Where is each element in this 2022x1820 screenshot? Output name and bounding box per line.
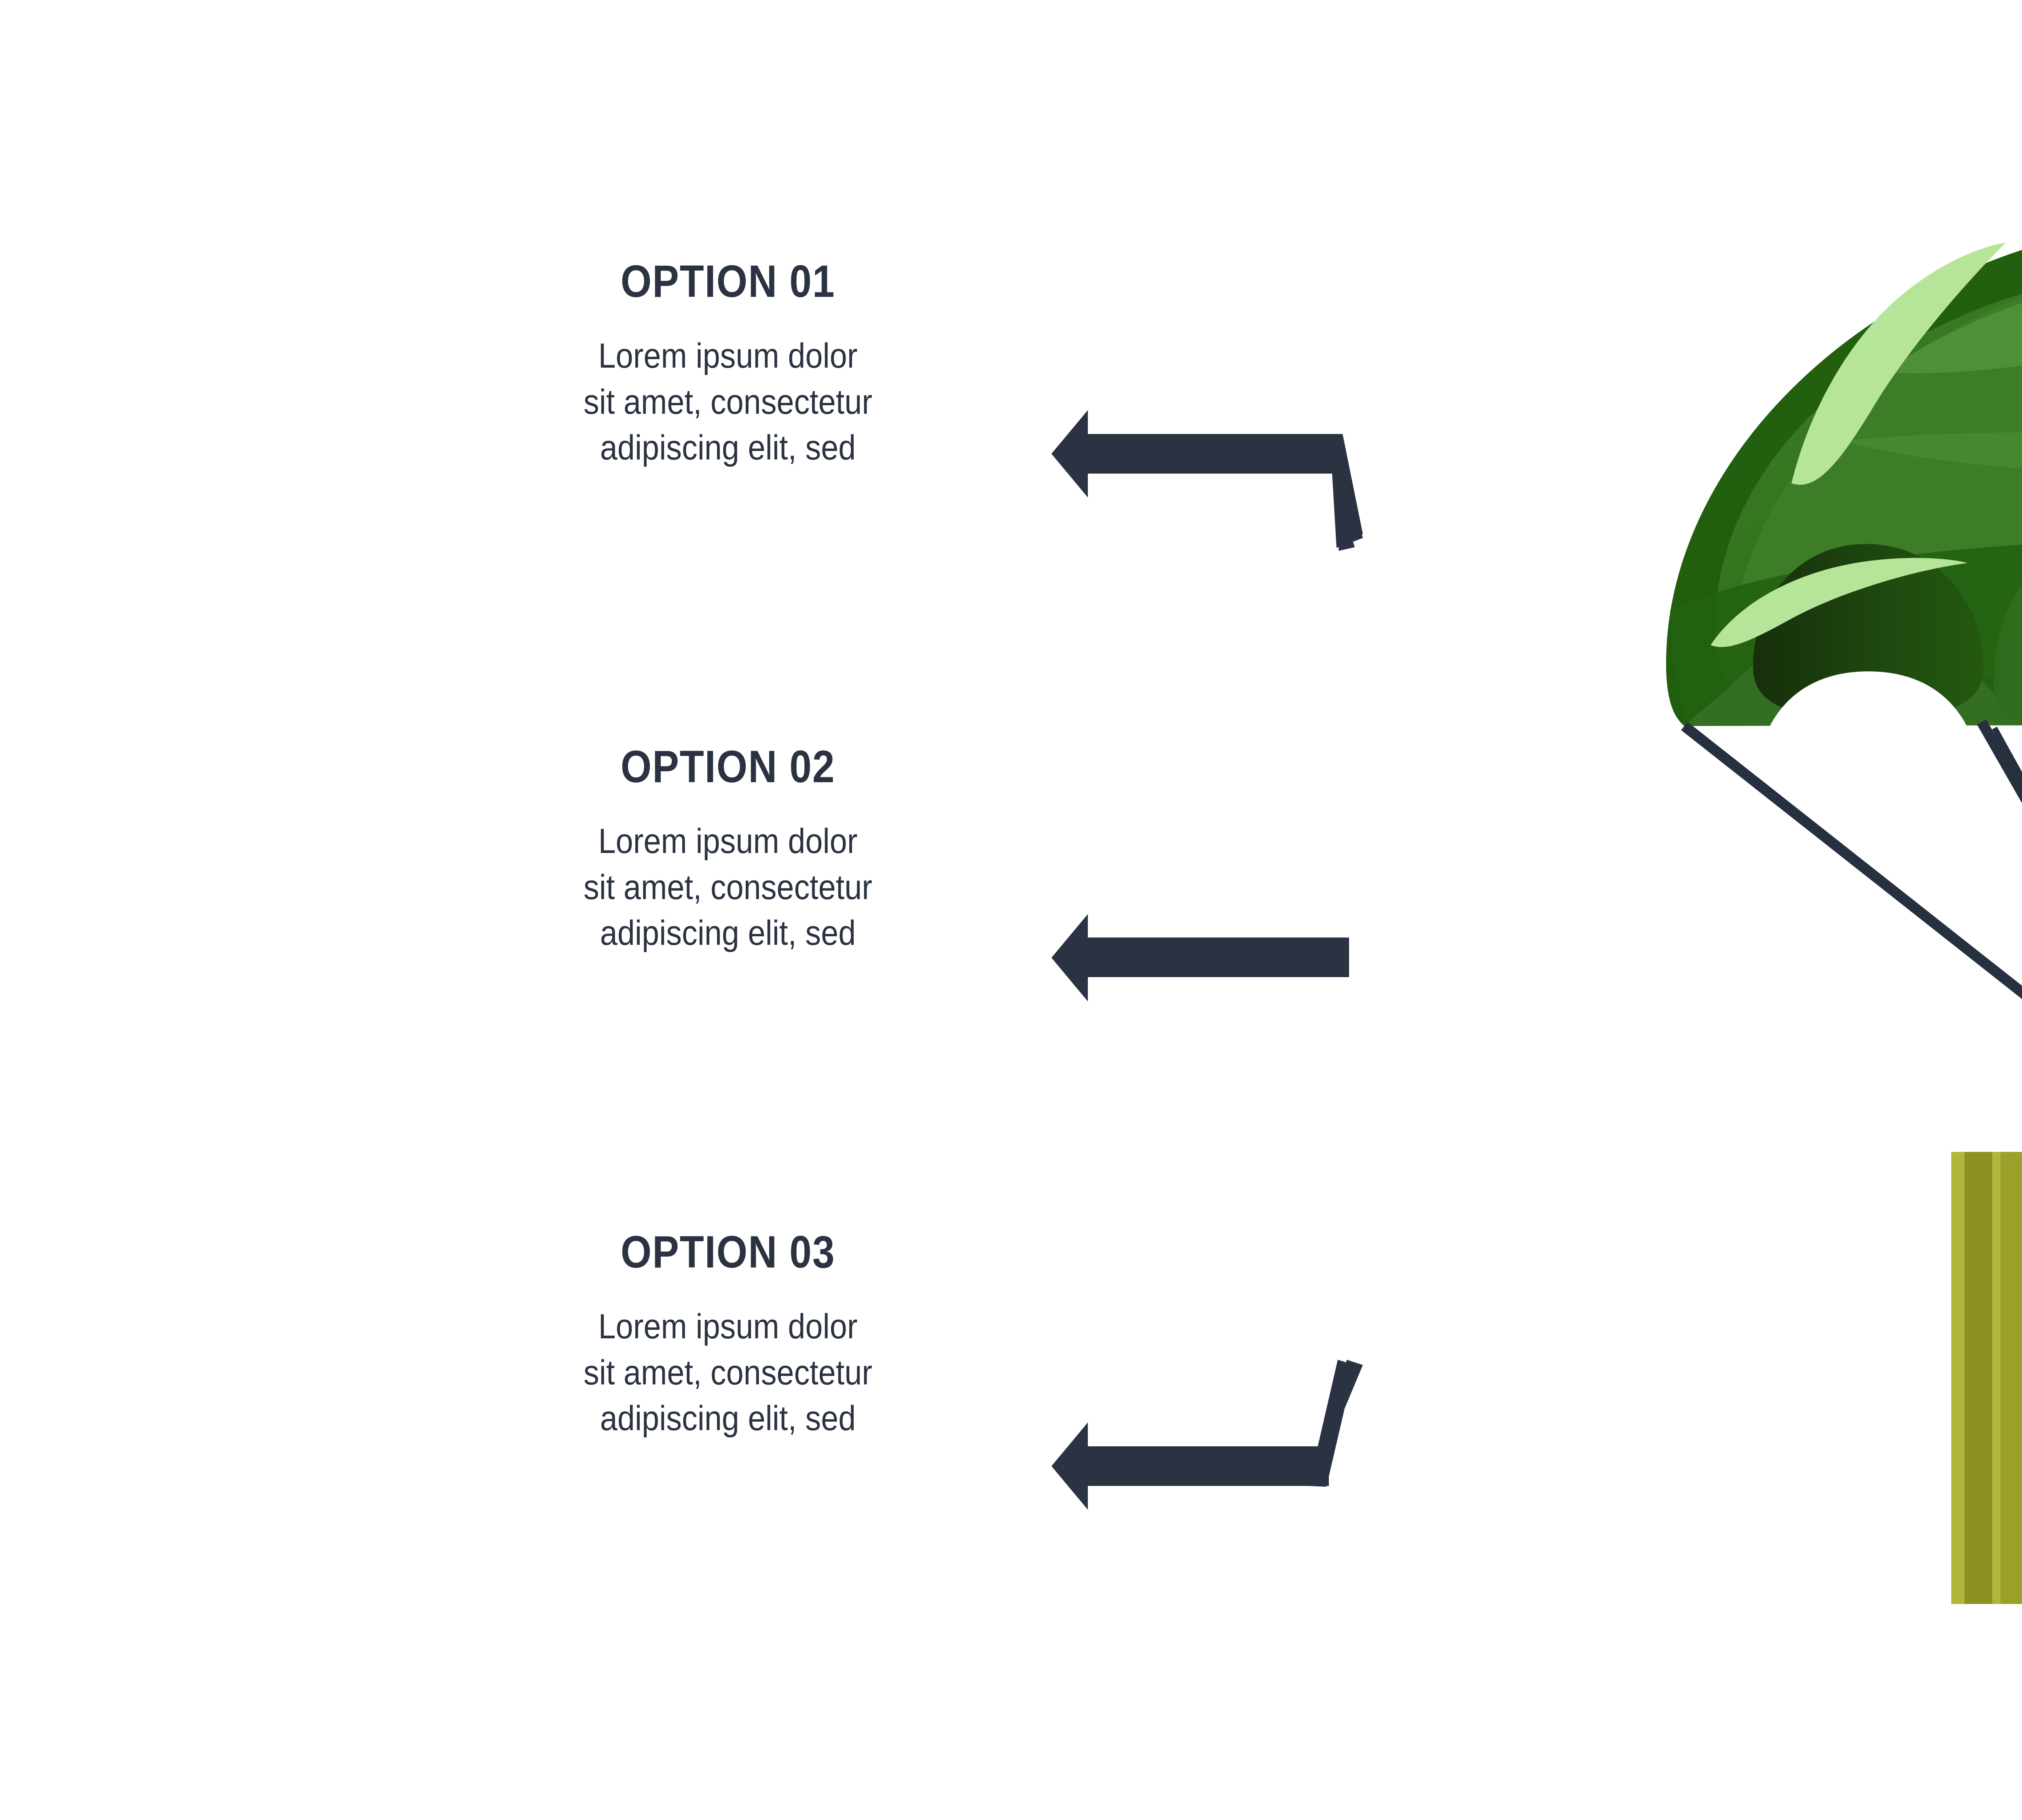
option-item-03[interactable]: OPTION 03 Lorem ipsum dolor sit amet, co… <box>364 1230 1092 1442</box>
option-02-desc-line-1: Lorem ipsum dolor <box>598 822 858 861</box>
connector-option-02 <box>1051 914 1349 1001</box>
suspension-lines <box>1681 719 2022 999</box>
option-03-title: OPTION 03 <box>620 1227 835 1277</box>
option-01-title: OPTION 01 <box>620 256 835 307</box>
option-01-desc-line-1: Lorem ipsum dolor <box>598 336 858 375</box>
option-item-02[interactable]: OPTION 02 Lorem ipsum dolor sit amet, co… <box>364 744 1092 957</box>
option-01-desc-line-2: sit amet, consectetur <box>583 382 873 421</box>
option-01-desc-line-3: adipiscing elit, sed <box>600 428 856 468</box>
connector-option-03 <box>1051 1360 1363 1510</box>
option-03-desc-line-3: adipiscing elit, sed <box>600 1399 856 1438</box>
option-02-desc-line-3: adipiscing elit, sed <box>600 914 856 953</box>
option-03-description: Lorem ipsum dolor sit amet, consectetur … <box>400 1304 1055 1442</box>
canopy-highlight-streak-upper <box>1791 243 2006 485</box>
canopy-sheen-sweep <box>1844 432 2022 469</box>
options-list: OPTION 01 Lorem ipsum dolor sit amet, co… <box>364 259 1092 1553</box>
canopy-highlight-streak-lower <box>1711 558 1967 647</box>
option-03-desc-line-2: sit amet, consectetur <box>583 1353 873 1392</box>
crate-body <box>1951 1152 2022 1604</box>
canopy <box>1666 243 2022 817</box>
armament-crate: ARMAMENT <box>1951 1152 2022 1604</box>
option-item-01[interactable]: OPTION 01 Lorem ipsum dolor sit amet, co… <box>364 259 1092 471</box>
option-02-title: OPTION 02 <box>620 741 835 792</box>
option-02-description: Lorem ipsum dolor sit amet, consectetur … <box>400 819 1055 957</box>
canopy-sheen-top <box>1885 303 2022 373</box>
connector-option-01 <box>1051 410 1363 551</box>
option-02-desc-line-2: sit amet, consectetur <box>583 868 873 907</box>
option-03-desc-line-1: Lorem ipsum dolor <box>598 1307 858 1346</box>
option-01-description: Lorem ipsum dolor sit amet, consectetur … <box>400 333 1055 471</box>
